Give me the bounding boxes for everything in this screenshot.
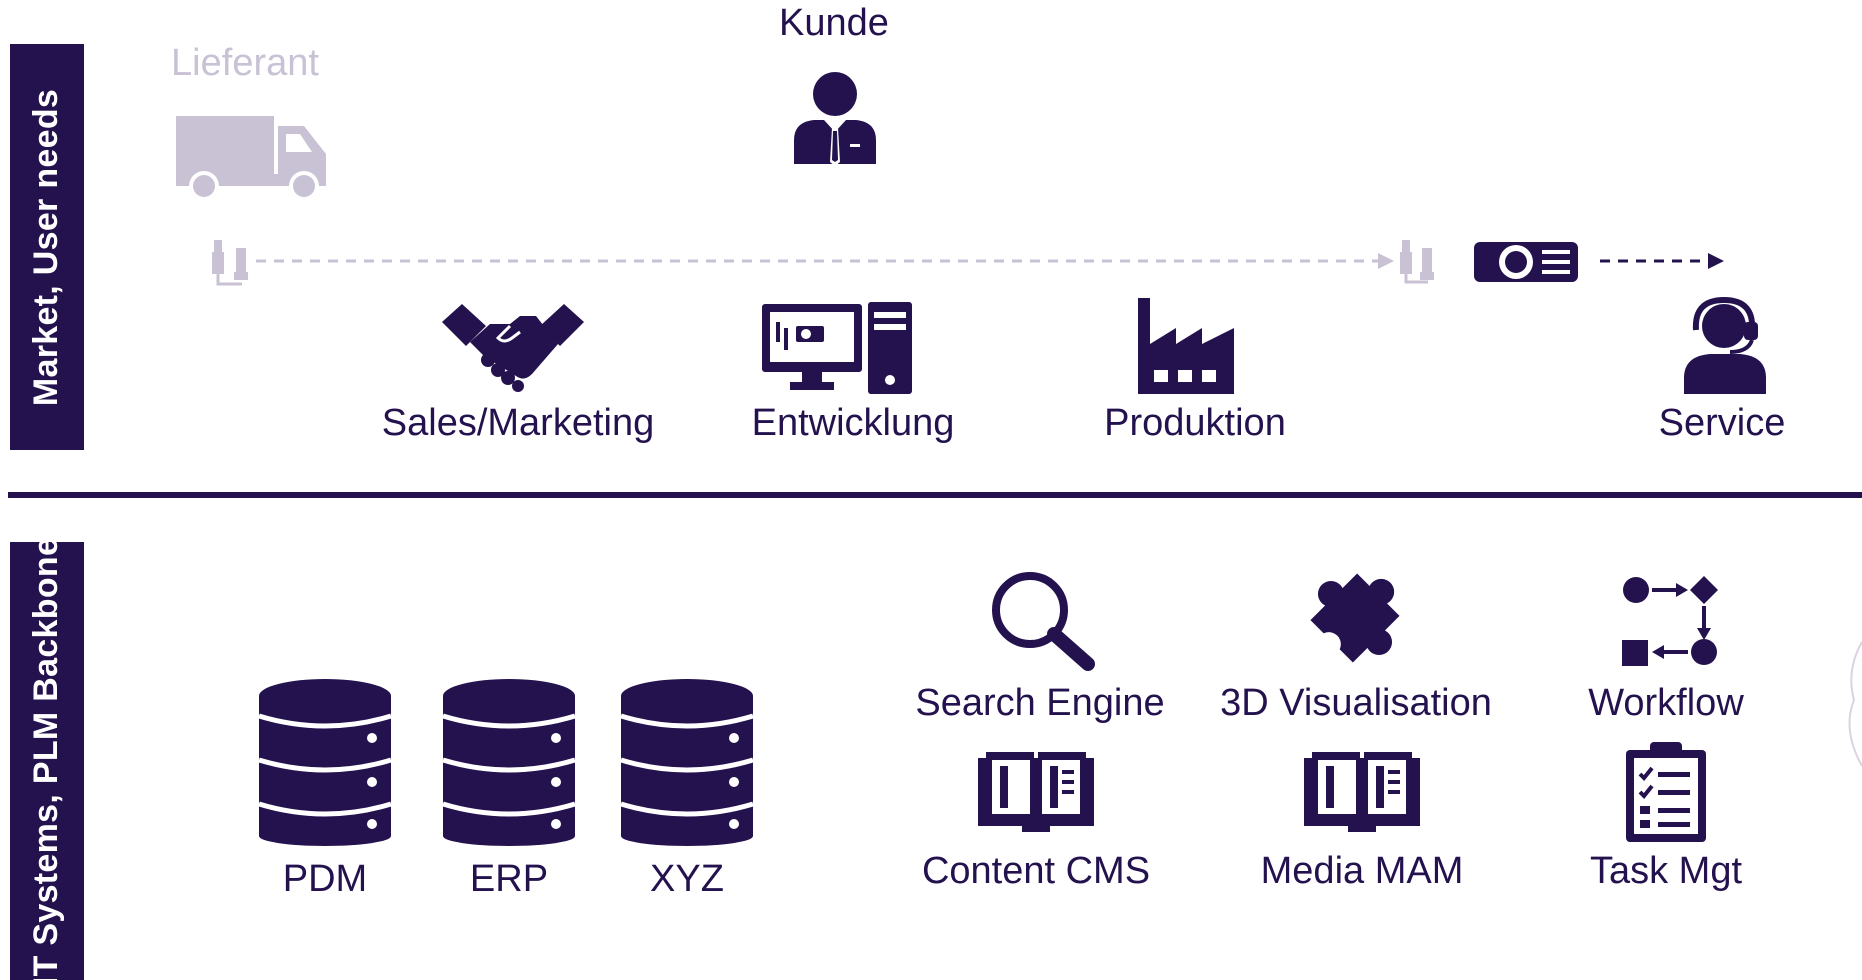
database-icon-xyz — [620, 679, 754, 846]
handshake-icon — [442, 304, 584, 392]
database-icon-erp — [442, 679, 576, 846]
customer-label: Kunde — [779, 2, 889, 44]
stage-label-production: Produktion — [1104, 402, 1286, 444]
cable-icon-right — [1400, 240, 1434, 284]
book-icon-cms — [978, 752, 1094, 832]
workflow-icon — [1622, 576, 1718, 666]
computer-icon — [762, 302, 912, 394]
supplier-label: Lieferant — [171, 42, 319, 84]
service-label-mam: Media MAM — [1260, 850, 1464, 892]
book-icon-mam — [1304, 752, 1420, 832]
service-label-workflow: Workflow — [1588, 682, 1744, 724]
projector-icon — [1474, 242, 1578, 282]
partial-outline-shape — [1848, 641, 1862, 767]
database-label-erp: ERP — [469, 858, 549, 900]
section-label-it-systems: IT Systems, PLM Backbone — [10, 542, 84, 980]
checklist-icon — [1626, 742, 1706, 842]
factory-icon — [1138, 298, 1234, 394]
stage-label-service: Service — [1658, 402, 1786, 444]
database-label-pdm: PDM — [282, 858, 368, 900]
database-icon-pdm — [258, 679, 392, 846]
section-label-market: Market, User needs — [10, 44, 84, 450]
service-label-task: Task Mgt — [1589, 850, 1743, 892]
magnifier-icon — [992, 572, 1095, 671]
cable-icon-left — [212, 240, 248, 286]
service-label-cms: Content CMS — [921, 850, 1151, 892]
stage-label-development: Entwicklung — [751, 402, 955, 444]
flow-arrow-dashed — [212, 240, 1724, 286]
businessman-icon — [794, 72, 876, 166]
service-label-search: Search Engine — [915, 682, 1165, 724]
headset-agent-icon — [1684, 296, 1766, 394]
puzzle-icon — [1310, 573, 1400, 663]
service-label-3d: 3D Visualisation — [1220, 682, 1492, 724]
database-label-xyz: XYZ — [650, 858, 724, 900]
truck-icon — [176, 116, 326, 201]
stage-label-sales: Sales/Marketing — [381, 402, 655, 444]
section-divider — [8, 492, 1862, 498]
